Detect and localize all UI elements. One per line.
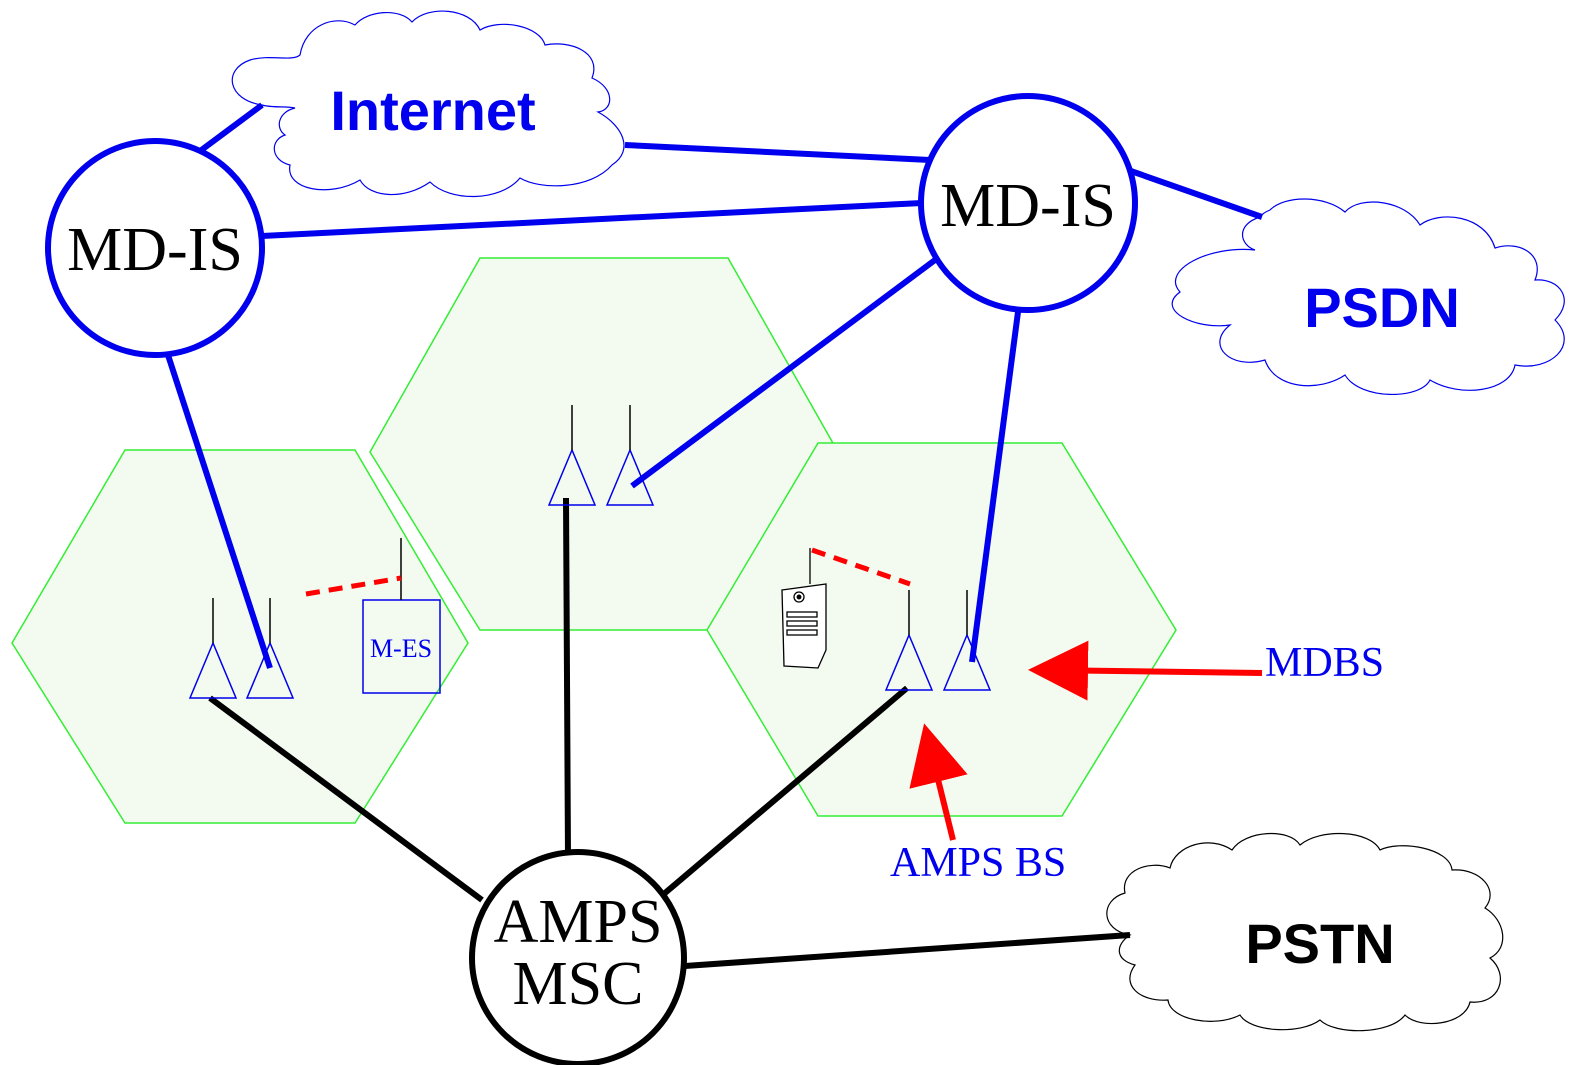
- node-circle: [469, 849, 687, 1065]
- link-msc-amps-bs-left: [208, 695, 484, 903]
- cloud-label-psdn: PSDN: [1304, 276, 1460, 339]
- arrow-mdbs: [1028, 640, 1263, 701]
- m-es-label: M-ES: [370, 634, 432, 663]
- cloud-label-internet: Internet: [330, 79, 535, 142]
- node-circle: [45, 138, 265, 358]
- cloud-label-pstn: PSTN: [1245, 912, 1394, 975]
- link-msc-pstn: [684, 932, 1131, 969]
- cloud-shape-pstn: [1106, 833, 1504, 1032]
- cell-hexagon-right: [706, 442, 1177, 817]
- antenna-icon: [245, 641, 295, 699]
- mdbs-right: [942, 590, 992, 691]
- mdbs-left: [245, 598, 295, 699]
- cell-hexagon-left: [11, 449, 469, 824]
- node-label-amps: AMPS: [494, 888, 663, 956]
- antenna-icon: [942, 633, 992, 691]
- blue-links: [164, 102, 1263, 669]
- amps-bs-left: [188, 598, 238, 699]
- radio-link-left: [305, 575, 402, 597]
- black-links: [208, 497, 1131, 969]
- link-msc-amps-bs-right: [663, 685, 909, 896]
- link-mdis-right-mdbs-right: [969, 311, 1021, 663]
- annotation-arrows: [909, 640, 1263, 841]
- link-mdis-left-mdis-right: [261, 200, 923, 239]
- link-msc-amps-bs-center: [563, 497, 571, 859]
- link-mdis-left-mdbs-left: [164, 351, 273, 669]
- mdbs-center: [605, 405, 655, 506]
- amps-bs-center: [547, 405, 597, 506]
- antenna-icon: [884, 633, 934, 691]
- cloud-shape-internet: [231, 10, 625, 198]
- base-stations: [188, 405, 992, 699]
- cells: [11, 257, 1177, 824]
- annotation-label-mdbs: MDBS: [1265, 640, 1384, 686]
- node-label-mdis-left: MD-IS: [67, 216, 243, 284]
- link-mdis-right-mdbs-center: [630, 257, 937, 489]
- amps-msc-node: AMPS MSC: [469, 849, 687, 1065]
- psdn-cloud: PSDN: [1171, 198, 1565, 396]
- antenna-icon: [188, 641, 238, 699]
- link-mdis-right-psdn: [1127, 167, 1263, 220]
- antenna-icon: [547, 448, 597, 506]
- pstn-cloud: PSTN: [1106, 833, 1504, 1032]
- node-circle: [918, 93, 1138, 313]
- node-label-msc: MSC: [513, 950, 644, 1018]
- antenna-icon: [605, 448, 655, 506]
- radio-link-right: [811, 547, 911, 587]
- mobile-phone-icon: [781, 548, 827, 669]
- link-internet-mdis-right: [624, 142, 931, 163]
- annotation-label-amps-bs: AMPS BS: [890, 840, 1066, 886]
- mdis-right-node: MD-IS: [918, 93, 1138, 313]
- mdis-left-node: MD-IS: [45, 138, 265, 358]
- link-mdis-left-internet: [190, 102, 264, 160]
- internet-cloud: Internet: [231, 10, 625, 198]
- arrow-amps-bs: [909, 723, 968, 841]
- mobile-end-system: M-ES: [362, 538, 441, 694]
- cloud-shape-psdn: [1171, 198, 1565, 396]
- amps-bs-right: [884, 590, 934, 691]
- node-label-mdis-right: MD-IS: [940, 172, 1116, 240]
- radio-links: [305, 547, 911, 597]
